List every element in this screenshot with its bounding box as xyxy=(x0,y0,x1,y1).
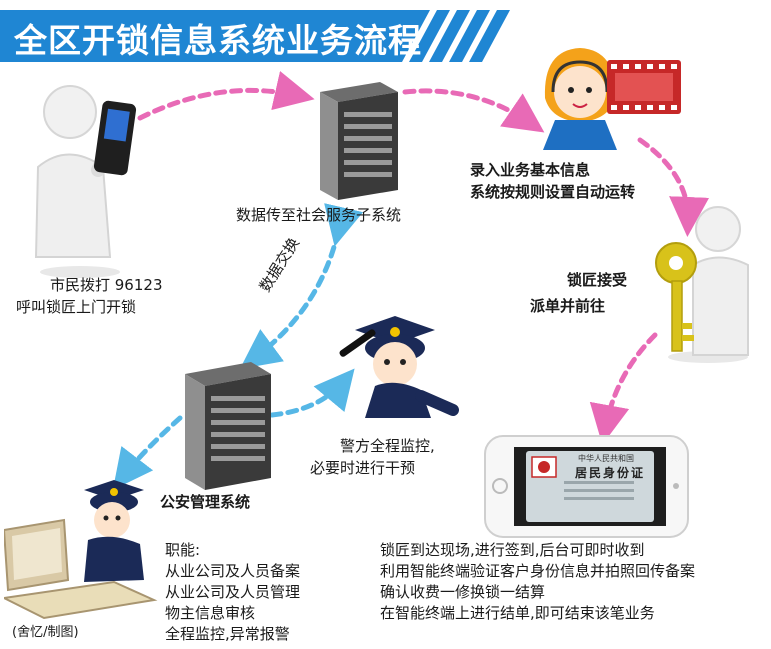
police-officer-icon xyxy=(339,316,459,418)
locksmith-key-icon xyxy=(655,206,749,363)
arrow-data-exchange xyxy=(239,203,364,369)
process-item: 确认收费一修换锁一结算 xyxy=(380,583,546,601)
image-credit: (舍忆/制图) xyxy=(12,625,79,640)
title-banner xyxy=(0,10,510,62)
locksmith-label-line1: 锁匠接受 xyxy=(567,271,628,289)
arrow-police-server-to-officer xyxy=(269,368,355,418)
arrow-citizen-to-server xyxy=(137,71,315,121)
process-item: 在智能终端上进行结单,即可结束该笔业务 xyxy=(380,604,655,622)
citizen-phone-icon xyxy=(34,85,137,278)
arrow-locksmith-to-phone xyxy=(589,332,658,445)
arrow-operator-to-locksmith xyxy=(637,137,710,237)
social-server-icon xyxy=(320,82,398,200)
police-monitor-line1: 警方全程监控, xyxy=(340,437,435,455)
id-card-title: 居民身份证 xyxy=(575,466,646,480)
police-server-icon xyxy=(185,362,271,490)
locksmith-label-line2: 派单并前往 xyxy=(530,297,606,315)
officer-computer-icon xyxy=(4,480,158,620)
arrow-police-server-to-monitor xyxy=(112,415,183,490)
operator-headset-icon xyxy=(543,48,681,150)
citizen-label-line1: 市民拨打 96123 xyxy=(50,276,163,294)
id-card-country: 中华人民共和国 xyxy=(578,454,634,463)
citizen-label-line2: 呼叫锁匠上门开锁 xyxy=(16,298,137,316)
duty-item: 从业公司及人员备案 xyxy=(165,562,301,580)
diagram-title: 全区开锁信息系统业务流程 xyxy=(14,21,422,60)
duty-item: 全程监控,异常报警 xyxy=(165,625,290,643)
police-monitor-line2: 必要时进行干预 xyxy=(310,459,416,477)
operator-label-line1: 录入业务基本信息 xyxy=(470,161,591,179)
duty-item: 从业公司及人员管理 xyxy=(165,583,301,601)
duty-item: 物主信息审核 xyxy=(165,604,256,622)
smartphone-icon xyxy=(484,435,689,538)
police-server-label: 公安管理系统 xyxy=(160,493,251,511)
arrow-server-to-operator xyxy=(402,88,545,133)
duties-heading: 职能: xyxy=(165,541,201,559)
operator-label-line2: 系统按规则设置自动运转 xyxy=(470,183,636,201)
process-item: 利用智能终端验证客户身份信息并拍照回传备案 xyxy=(380,562,696,580)
social-server-label: 数据传至社会服务子系统 xyxy=(236,206,402,224)
process-item: 锁匠到达现场,进行签到,后台可即时收到 xyxy=(380,541,645,559)
